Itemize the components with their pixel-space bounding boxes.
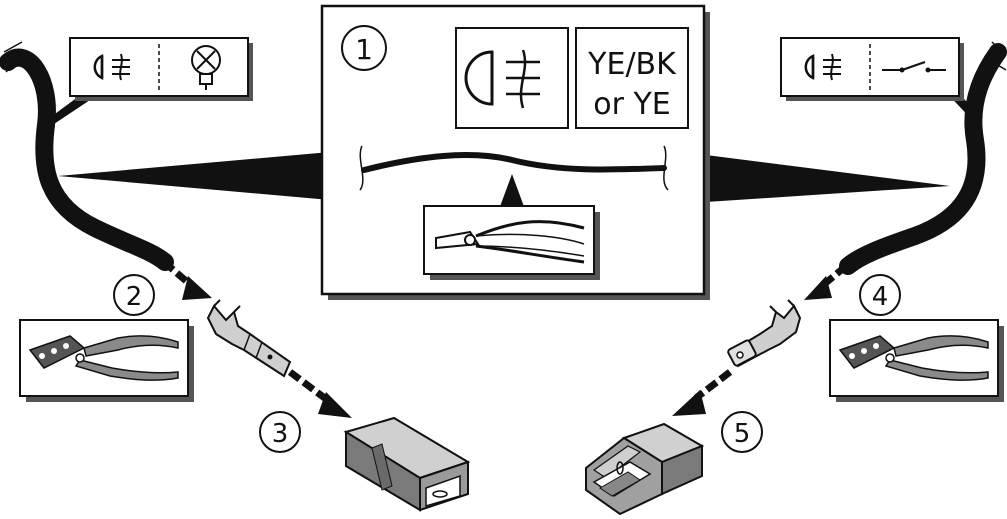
wire-cutter-box [423,205,600,280]
step-5-badge: 5 [721,411,763,453]
crimping-tool-icon [28,335,179,381]
right-pointer-wedge [706,155,950,202]
male-terminal [206,299,292,378]
step-5-label: 5 [734,419,751,449]
center-wire [359,145,669,212]
wire-cutter-icon [435,220,585,264]
step-4-label: 4 [872,282,889,312]
arrow-to-male-housing [287,369,352,418]
arrow-to-male-terminal [161,259,212,300]
fog-light-icon [93,53,130,81]
crimping-tool-icon [838,335,989,381]
switch-icon [882,61,946,73]
crimp-tool-box-left [19,319,194,402]
step-2-label: 2 [126,282,143,312]
arrow-to-female-housing [672,369,733,416]
fog-light-icon [804,53,841,81]
step-1-badge: 1 [341,25,387,71]
center-fog-light-box [455,27,569,129]
left-function-box [69,37,253,101]
female-housing [585,422,705,516]
step-3-badge: 3 [259,411,301,453]
center-instruction-box: 1 YE/BK or YE [320,4,710,300]
female-terminal [727,299,802,368]
right-function-box [780,37,964,101]
male-housing [343,416,471,512]
bulb-icon [191,45,221,90]
step-1-label: 1 [355,33,373,66]
step-3-label: 3 [272,419,289,449]
arrow-to-female-terminal [804,263,849,300]
wire-color-line1: YE/BK [587,47,677,82]
left-pointer-wedge [58,152,330,200]
fog-light-icon [464,49,540,109]
wire-color-line2: or YE [593,87,671,122]
crimp-tool-box-right [829,319,1004,402]
step-2-badge: 2 [113,274,155,316]
step-4-badge: 4 [859,274,901,316]
wire-color-box: YE/BK or YE [575,27,689,129]
